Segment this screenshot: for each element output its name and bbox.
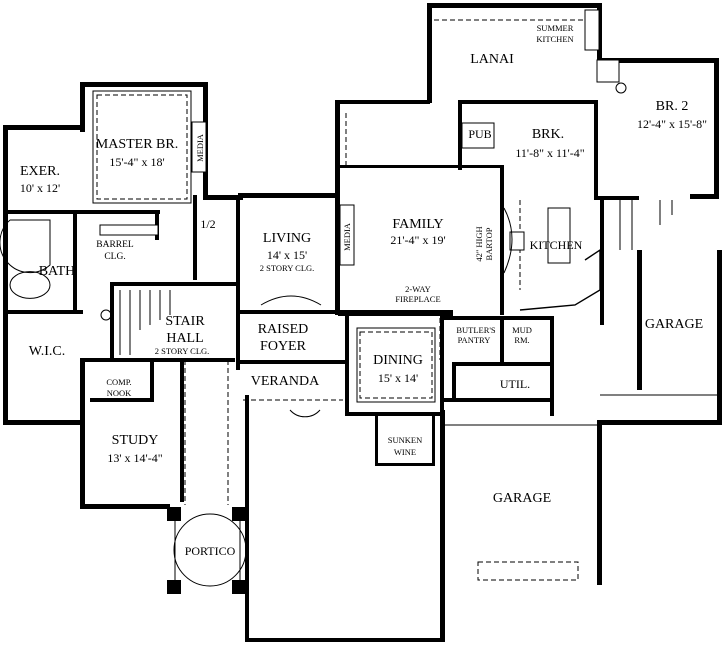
label-wine-2: WINE — [394, 447, 416, 457]
label-exer-size: 10' x 12' — [20, 181, 60, 195]
label-bartop-1: 42" HIGH — [474, 226, 484, 261]
label-living-name: LIVING — [263, 231, 311, 246]
interior-walls — [3, 100, 639, 502]
label-garage-main: GARAGE — [493, 491, 551, 506]
dashed-details — [92, 19, 720, 581]
label-living-note: 2 STORY CLG. — [260, 263, 315, 273]
label-dining-size: 15' x 14' — [378, 371, 418, 385]
label-comp-2: NOOK — [107, 388, 132, 398]
label-barrel-2: CLG. — [104, 252, 125, 262]
label-lanai: LANAI — [470, 52, 514, 67]
label-wic: W.I.C. — [29, 344, 65, 359]
label-stair-note: 2 STORY CLG. — [155, 346, 210, 356]
label-mud-1: MUD — [512, 325, 532, 335]
label-summer-kitchen-1: SUMMER — [537, 23, 574, 33]
label-exer-name: EXER. — [20, 164, 60, 179]
label-comp-1: COMP. — [106, 377, 131, 387]
label-util: UTIL. — [500, 377, 530, 391]
label-veranda: VERANDA — [251, 374, 320, 389]
label-study-name: STUDY — [112, 433, 159, 448]
label-mud-2: RM. — [514, 335, 529, 345]
label-raised-1: RAISED — [258, 322, 309, 337]
label-butlers-2: PANTRY — [458, 335, 491, 345]
label-bartop-2: BARTOP — [484, 227, 494, 260]
label-master-size: 15'-4" x 18' — [109, 155, 164, 169]
label-bath: BATH — [39, 264, 76, 279]
fixtures — [0, 9, 673, 594]
label-wine-1: SUNKEN — [388, 435, 422, 445]
label-garage-right: GARAGE — [645, 317, 703, 332]
label-fireplace-1: 2-WAY — [405, 284, 431, 294]
label-brk-name: BRK. — [532, 127, 564, 142]
stair-treads — [119, 200, 673, 355]
label-living-size: 14' x 15' — [267, 248, 307, 262]
label-br2-name: BR. 2 — [656, 99, 689, 114]
label-br2-size: 12'-4" x 15'-8" — [637, 117, 707, 131]
label-portico: PORTICO — [185, 544, 236, 558]
label-brk-size: 11'-8" x 11'-4" — [515, 146, 584, 160]
label-butlers-1: BUTLER'S — [456, 325, 496, 335]
label-master-media: MEDIA — [195, 133, 205, 162]
label-raised-2: FOYER — [260, 339, 307, 354]
label-study-size: 13' x 14'-4" — [107, 451, 162, 465]
label-barrel-1: BARREL — [96, 240, 134, 250]
label-pub: PUB — [468, 127, 491, 141]
label-family-size: 21'-4" x 19' — [390, 233, 445, 247]
label-stair-2: HALL — [166, 331, 203, 346]
label-kitchen: KITCHEN — [530, 238, 583, 252]
label-family-name: FAMILY — [392, 217, 443, 232]
room-labels: LANAI SUMMER KITCHEN BR. 2 12'-4" x 15'-… — [20, 23, 707, 558]
label-dining-name: DINING — [373, 353, 423, 368]
label-half-bath: 1/2 — [200, 217, 215, 231]
label-fireplace-2: FIREPLACE — [395, 294, 440, 304]
label-master-name: MASTER BR. — [96, 137, 178, 152]
label-stair-1: STAIR — [165, 314, 205, 329]
label-summer-kitchen-2: KITCHEN — [536, 34, 573, 44]
label-family-media: MEDIA — [342, 222, 352, 251]
